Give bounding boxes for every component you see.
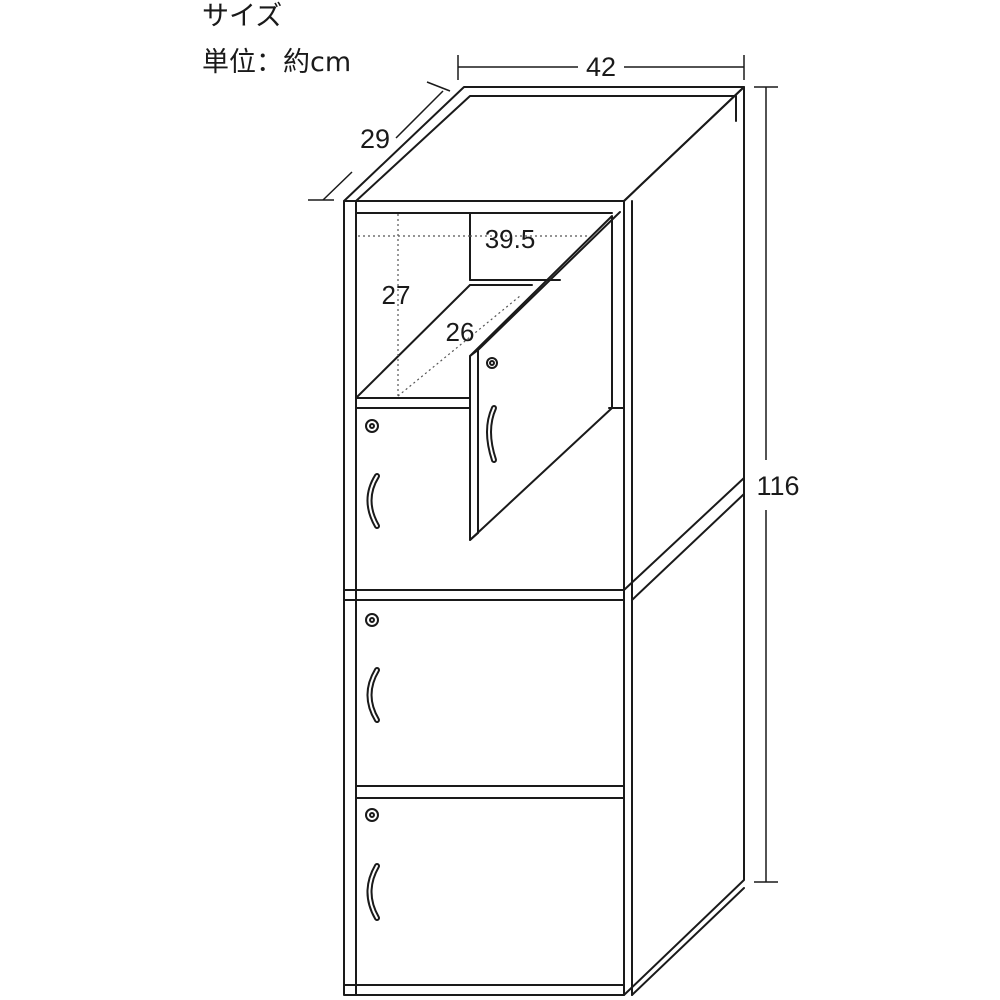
inner-width-label: 39.5 <box>485 224 536 254</box>
door-handle-inner <box>488 407 495 461</box>
top-edge-inner <box>355 95 737 202</box>
inner-depth-label: 26 <box>446 317 475 347</box>
lock-icon <box>365 419 379 433</box>
width-dimension-line <box>457 55 745 80</box>
inner-depth-guide <box>397 295 521 397</box>
lock-icon-core <box>369 617 375 623</box>
door-handle-inner <box>368 669 378 721</box>
lock-icon <box>486 357 498 369</box>
door-handle-inner <box>368 865 378 919</box>
height-label: 116 <box>756 471 799 501</box>
door-edge <box>469 532 479 541</box>
cabinet-body <box>343 86 745 996</box>
depth-dimension-line <box>308 81 451 201</box>
depth-label: 29 <box>360 124 390 154</box>
cabinet-side-face <box>623 86 745 996</box>
page-title: サイズ <box>202 1 283 32</box>
door-handle-inner <box>368 475 378 527</box>
width-label: 42 <box>586 52 616 82</box>
lock-icon <box>365 808 379 822</box>
closed-door-hardware <box>365 419 380 921</box>
open-compartment <box>355 212 613 399</box>
height-dimension-line <box>754 86 778 883</box>
unit-label: 単位：約cm <box>202 47 352 78</box>
unit-separator-side <box>623 477 745 591</box>
unit-separator-side <box>631 493 745 601</box>
inner-height-label: 27 <box>382 280 411 310</box>
lock-icon-core <box>369 812 375 818</box>
side-bottom-edge <box>631 887 745 996</box>
floor-left-edge <box>355 284 471 399</box>
open-door <box>469 211 621 541</box>
lock-icon <box>365 613 379 627</box>
door-edge <box>477 211 621 351</box>
lock-icon-core <box>369 423 375 429</box>
open-door-panel <box>469 215 613 541</box>
lock-icon-core <box>489 360 495 366</box>
cabinet-front-face <box>343 200 625 996</box>
door-edge <box>469 349 479 357</box>
